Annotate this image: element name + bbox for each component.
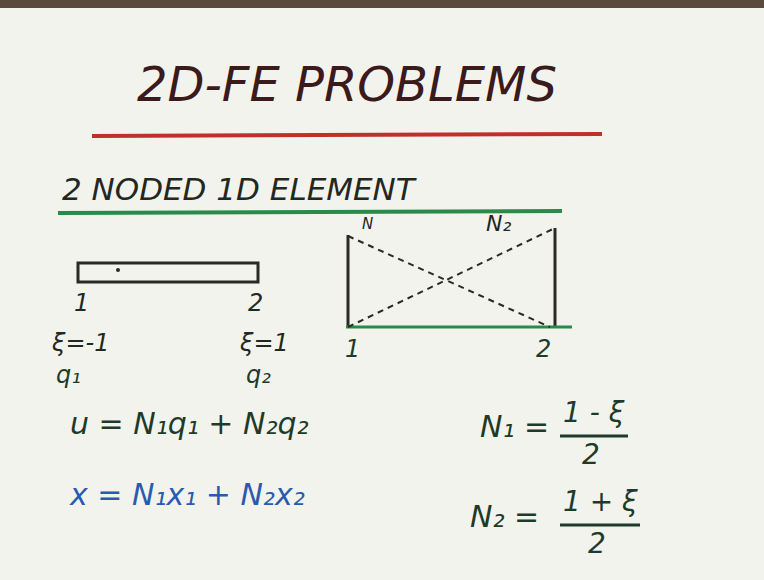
fraction-bar	[560, 524, 640, 527]
fraction-denominator: 2	[588, 529, 606, 560]
title-underline	[92, 134, 602, 136]
coordinate-value: ξ=-1	[52, 330, 109, 356]
page-title: 2D-FE PROBLEMS	[137, 58, 557, 111]
dof-label: q₁	[56, 362, 81, 388]
shape-label: N	[362, 216, 373, 233]
dof-label: q₂	[246, 362, 271, 388]
displacement-equation: u = N₁q₁ + N₂q₂	[70, 407, 309, 440]
node-number: 2	[248, 290, 263, 316]
graph-left	[347, 235, 350, 327]
fraction-numerator: 1 - ξ	[563, 398, 624, 429]
node-number: 1	[74, 290, 89, 316]
geometry-equation: x = N₁x₁ + N₂x₂	[70, 478, 305, 511]
node-number: 1	[345, 336, 360, 362]
section-heading: 2 NODED 1D ELEMENT	[62, 172, 415, 206]
graph-base	[346, 326, 572, 329]
shape-function: N₁ =	[480, 410, 549, 443]
bar-dot	[116, 268, 120, 272]
fraction-denominator: 2	[582, 440, 600, 471]
bar-element	[78, 263, 258, 282]
fraction-numerator: 1 + ξ	[563, 487, 638, 518]
shape-label: N₂	[486, 212, 511, 236]
fraction-bar	[560, 435, 628, 438]
shape-function: N₂ =	[470, 500, 539, 533]
coordinate-value: ξ=1	[240, 330, 289, 356]
graph-right	[554, 228, 557, 327]
shape-n2-line	[348, 228, 555, 327]
node-number: 2	[536, 336, 551, 362]
